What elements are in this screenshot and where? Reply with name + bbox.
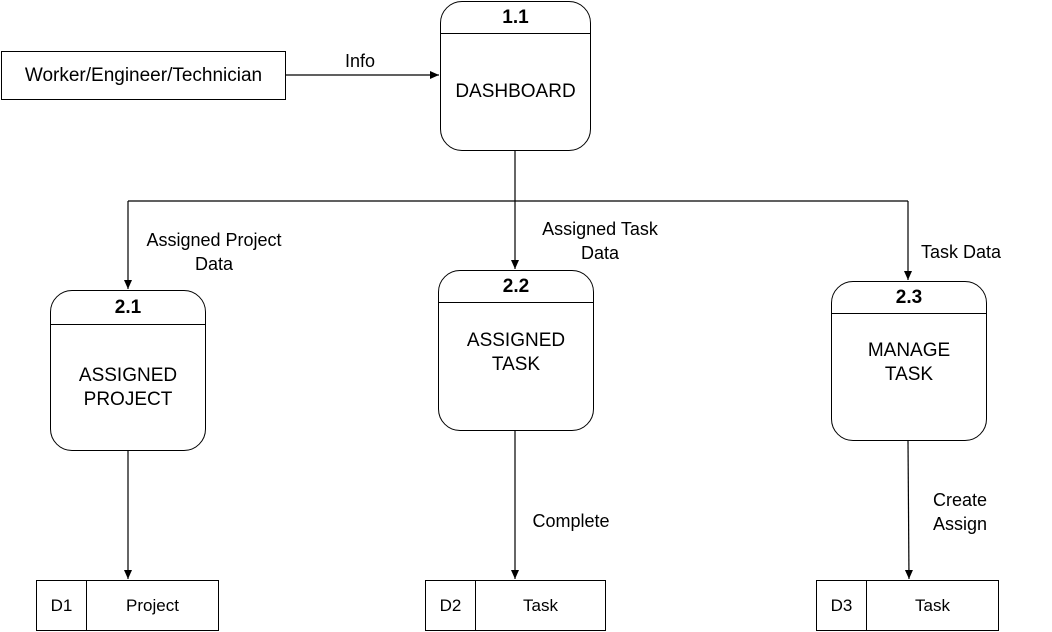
- process-id: 1.1: [441, 2, 590, 34]
- process-id: 2.3: [832, 282, 986, 314]
- flow-label-assigned-project-data: Assigned Project Data: [146, 230, 282, 274]
- process-id: 2.1: [51, 291, 205, 325]
- flow-label-info: Info: [344, 51, 376, 71]
- process-name: ASSIGNED TASK: [466, 329, 566, 375]
- process-name: ASSIGNED PROJECT: [78, 364, 178, 410]
- data-store-name: Task: [523, 595, 558, 615]
- data-store-project[interactable]: D1 Project: [36, 580, 219, 631]
- flow-label-create-assign: Create Assign: [932, 490, 988, 534]
- flow-label-task-data: Task Data: [920, 242, 1002, 262]
- external-entity-label: Worker/Engineer/Technician: [24, 64, 263, 86]
- data-store-name: Task: [915, 595, 950, 615]
- data-store-task-manage[interactable]: D3 Task: [816, 580, 999, 631]
- process-manage-task[interactable]: 2.3 MANAGE TASK: [831, 281, 987, 441]
- process-name: MANAGE TASK: [867, 340, 951, 385]
- data-store-id: D3: [817, 581, 867, 630]
- process-dashboard[interactable]: 1.1 DASHBOARD: [440, 1, 591, 151]
- data-store-id: D2: [426, 581, 476, 630]
- flow-label-complete: Complete: [532, 511, 610, 531]
- data-store-task[interactable]: D2 Task: [425, 580, 606, 631]
- process-assigned-project[interactable]: 2.1 ASSIGNED PROJECT: [50, 290, 206, 451]
- process-assigned-task[interactable]: 2.2 ASSIGNED TASK: [438, 270, 594, 431]
- flow-create-assign-line: [904, 440, 913, 580]
- data-store-id: D1: [37, 581, 87, 630]
- flow-label-assigned-task-data: Assigned Task Data: [542, 219, 658, 263]
- process-name: DASHBOARD: [455, 81, 576, 102]
- external-entity-worker[interactable]: Worker/Engineer/Technician: [1, 51, 286, 100]
- data-store-name: Project: [126, 595, 179, 615]
- process-id: 2.2: [439, 271, 593, 303]
